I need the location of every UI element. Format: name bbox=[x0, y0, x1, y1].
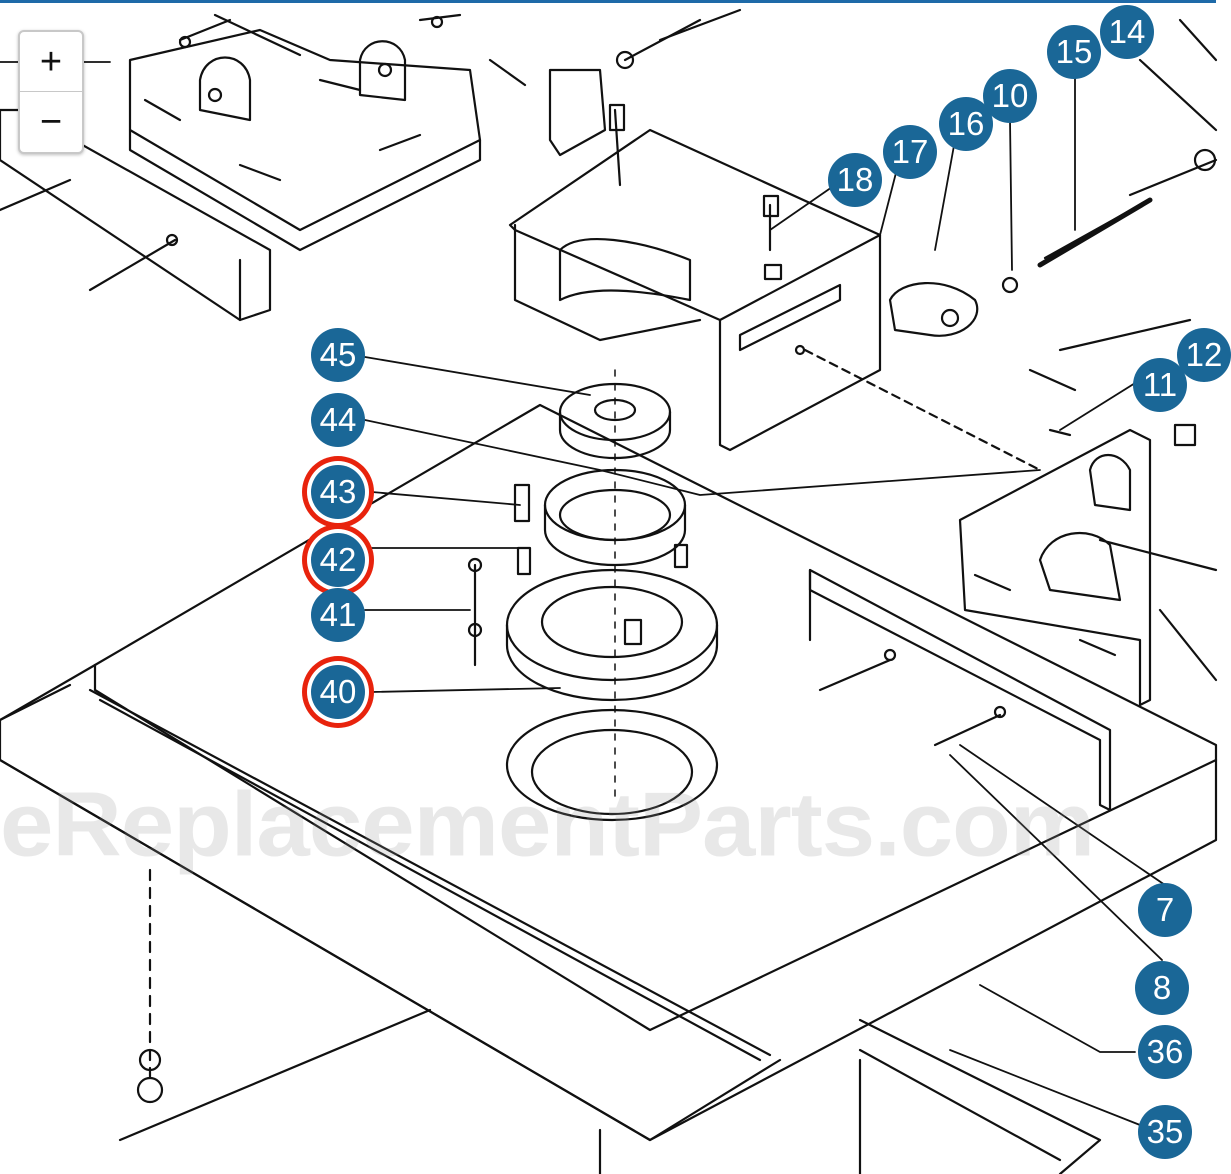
part-callout-35[interactable]: 35 bbox=[1138, 1105, 1192, 1159]
part-callout-18[interactable]: 18 bbox=[828, 153, 882, 207]
part-callout-40[interactable]: 40 bbox=[311, 665, 365, 719]
leader-lines bbox=[0, 61, 1166, 1126]
upper-left-bracket bbox=[0, 13, 527, 322]
part-callout-42[interactable]: 42 bbox=[311, 533, 365, 587]
part-callout-7[interactable]: 7 bbox=[1138, 883, 1192, 937]
top-accent-bar bbox=[0, 0, 1216, 3]
part-callout-43[interactable]: 43 bbox=[311, 465, 365, 519]
zoom-controls: + − bbox=[18, 30, 84, 154]
part-callout-15[interactable]: 15 bbox=[1047, 25, 1101, 79]
part-callout-36[interactable]: 36 bbox=[1138, 1025, 1192, 1079]
ring-stack bbox=[467, 369, 719, 822]
part-callout-17[interactable]: 17 bbox=[883, 125, 937, 179]
central-housing-block bbox=[508, 8, 1042, 472]
part-callout-14[interactable]: 14 bbox=[1100, 5, 1154, 59]
right-bracket bbox=[958, 318, 1218, 707]
part-callout-11[interactable]: 11 bbox=[1133, 358, 1187, 412]
part-callout-8[interactable]: 8 bbox=[1135, 961, 1189, 1015]
watermark-text: eReplacementParts.com bbox=[0, 773, 1095, 876]
right-linkage bbox=[888, 18, 1218, 337]
part-callout-44[interactable]: 44 bbox=[311, 393, 365, 447]
zoom-in-button[interactable]: + bbox=[39, 40, 63, 83]
part-callout-10[interactable]: 10 bbox=[983, 69, 1037, 123]
part-callout-45[interactable]: 45 bbox=[311, 328, 365, 382]
part-callout-16[interactable]: 16 bbox=[939, 97, 993, 151]
part-callout-12[interactable]: 12 bbox=[1177, 328, 1231, 382]
table-top bbox=[0, 403, 1218, 1174]
part-callout-41[interactable]: 41 bbox=[311, 588, 365, 642]
zoom-out-button[interactable]: − bbox=[20, 91, 82, 151]
